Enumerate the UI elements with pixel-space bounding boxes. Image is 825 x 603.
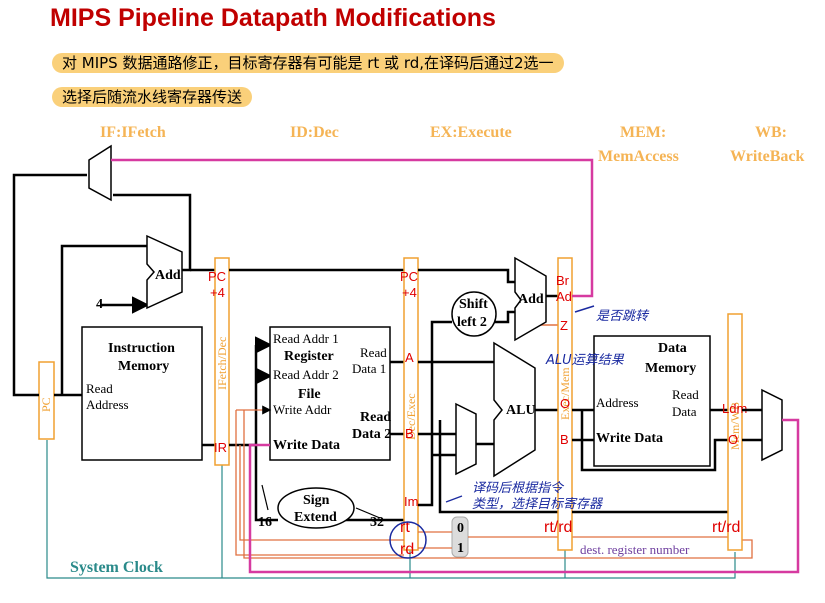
note-line-2: 选择后随流水线寄存器传送 — [52, 87, 253, 107]
hand-note-alu: ALU运算结果 — [545, 353, 625, 368]
shift-left-2 — [451, 291, 497, 337]
br-label-1: Br — [556, 273, 570, 288]
ifid-plus4-label: +4 — [210, 285, 225, 300]
wb-mux — [761, 388, 783, 462]
constant-four: 4 — [96, 297, 103, 312]
dmem-address: Address — [596, 395, 639, 410]
pc-adder-label: Add — [155, 268, 181, 283]
sign-extend-2: Extend — [294, 510, 337, 525]
rf-read-data1-2: Data 1 — [352, 361, 386, 376]
ir-label: IR — [214, 440, 227, 455]
alu-src-mux — [455, 402, 477, 476]
pc-register — [38, 361, 55, 440]
br-label-2: Ad — [556, 289, 572, 304]
o2-label: O — [728, 432, 738, 447]
pc-register-label: PC — [39, 397, 53, 412]
stage-wb-2: WriteBack — [730, 148, 804, 165]
stage-ex: EX:Execute — [430, 124, 512, 141]
rf-write-addr: Write Addr — [273, 402, 332, 417]
idex-rt-label: rt — [400, 519, 410, 536]
ifid-register — [214, 257, 230, 466]
hand-note-branch: 是否跳转 — [596, 309, 650, 324]
pc-mux — [88, 144, 112, 202]
alu-label: ALU — [506, 403, 536, 418]
idex-a-label: A — [405, 350, 414, 365]
dmem-title-2: Memory — [645, 361, 696, 376]
dest-mux-1: 1 — [457, 541, 464, 556]
imem-read-1: Read — [86, 381, 113, 396]
magenta-paths — [111, 158, 800, 574]
dest-mux-0: 0 — [457, 521, 464, 536]
imem-title-1: Instruction — [108, 341, 175, 356]
dmem-read-1: Read — [672, 387, 699, 402]
ldm-label: Ldm — [722, 401, 747, 416]
memwb-register — [727, 313, 743, 551]
hand-note-select-1: 译码后根据指令 — [472, 481, 565, 496]
branch-adder-label: Add — [518, 292, 544, 307]
shift-label-1: Shift — [459, 297, 488, 312]
rtrd-label-1: rt/rd — [544, 519, 572, 536]
rf-read-data2-1: Read — [360, 410, 391, 425]
rf-write-data: Write Data — [273, 438, 340, 453]
imem-read-2: Address — [86, 397, 129, 412]
bus-tick-16 — [261, 484, 269, 511]
handwritten-notes: 是否跳转 ALU运算结果 译码后根据指令 类型，选择目标寄存器 — [389, 305, 650, 559]
wb-wires — [742, 408, 762, 442]
rf-title-1: Register — [284, 349, 334, 364]
stage-id: ID:Dec — [290, 124, 339, 141]
rf-read-addr-1: Read Addr 1 — [273, 331, 339, 346]
register-file — [269, 326, 391, 461]
rf-read-data2-2: Data 2 — [352, 427, 391, 442]
dest-register-number: dest. register number — [580, 542, 690, 557]
page-title: MIPS Pipeline Datapath Modifications — [50, 4, 496, 32]
dmem-title-1: Data — [658, 341, 687, 356]
idex-plus4-label: +4 — [402, 285, 417, 300]
imem-title-2: Memory — [118, 359, 169, 374]
idex-register-label: Dec/Exec — [404, 393, 418, 440]
dmem-write-data: Write Data — [596, 431, 663, 446]
idex-b-label: B — [405, 426, 414, 441]
instruction-memory — [81, 326, 203, 461]
pc-wires — [12, 173, 215, 397]
rf-title-2: File — [298, 387, 321, 402]
bits-16: 16 — [258, 515, 272, 530]
stage-if: IF:IFetch — [100, 124, 166, 141]
pc-adder — [146, 234, 183, 310]
stage-mem-2: MemAccess — [598, 148, 679, 165]
system-clock-label: System Clock — [70, 559, 163, 576]
idex-imm-label: Im — [404, 494, 418, 509]
hand-note-select-2: 类型，选择目标寄存器 — [472, 497, 603, 512]
idex-register — [403, 257, 419, 551]
branch-adder — [514, 256, 547, 342]
o-label: O — [560, 396, 570, 411]
exmem-register-label: Exec/Mem — [558, 367, 572, 420]
rtrd-label-2: rt/rd — [712, 519, 740, 536]
ifid-register-label: IFetch/Dec — [215, 337, 229, 390]
idex-rd-label: rd — [400, 541, 414, 558]
shift-label-2: left 2 — [457, 315, 487, 330]
mem-wires — [572, 408, 728, 514]
stage-mem-1: MEM: — [620, 124, 666, 141]
ex-wires — [418, 268, 558, 514]
rf-read-data1-1: Read — [360, 345, 387, 360]
z-label: Z — [560, 318, 568, 333]
b2-label: B — [560, 432, 569, 447]
sign-extend-1: Sign — [303, 493, 330, 508]
idex-pc-label: PC — [400, 269, 418, 284]
dmem-read-2: Data — [672, 404, 697, 419]
exmem-register — [557, 257, 573, 551]
rf-read-addr-2: Read Addr 2 — [273, 367, 339, 382]
alu — [493, 341, 536, 478]
note-line-1: 对 MIPS 数据通路修正，目标寄存器有可能是 rt 或 rd,在译码后通过2选… — [52, 53, 564, 73]
stage-wb-1: WB: — [755, 124, 787, 141]
memwb-register-label: Mem/WB — [728, 402, 742, 450]
bits-32: 32 — [370, 515, 384, 530]
ifid-pc-label: PC — [208, 269, 226, 284]
data-memory — [593, 335, 711, 467]
sign-extend — [277, 487, 355, 529]
